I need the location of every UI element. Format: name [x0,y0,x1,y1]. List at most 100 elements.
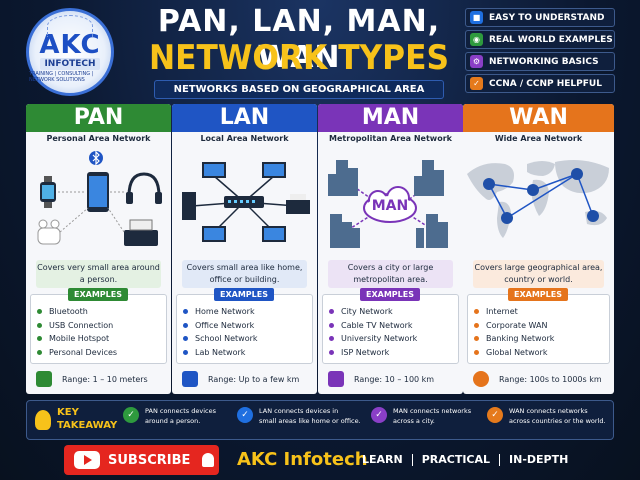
column-fullname: Wide Area Network [494,134,583,143]
check-icon: ✓ [123,407,139,423]
city-buildings-icon [414,160,444,196]
badge-easy: ■ EASY TO UNDERSTAND [465,8,615,27]
check-icon: ✓ [371,407,387,423]
cloud-icon [363,186,417,223]
logo-tagline: TRAINING | CONSULTING | NETWORK SOLUTION… [29,70,94,83]
range-text: Range: Up to a few km [208,374,300,384]
column-lan: LAN Local Area Network Covers small area… [172,104,317,394]
title-line-1: PAN, LAN, MAN, WAN [157,4,441,75]
lan-illustration [172,146,317,254]
list-item: City Network [329,305,458,319]
subscribe-label: SUBSCRIBE [108,452,191,468]
switch-icon [224,196,264,208]
slogan-practical: PRACTICAL [421,453,491,466]
printer-icon [124,219,158,246]
range-row: Range: 10 – 100 km [318,368,463,390]
footer-slogan: LEARN PRACTICAL IN-DEPTH [362,451,568,469]
man-illustration: MAN [318,146,463,254]
examples-label: EXAMPLES [214,288,274,301]
list-item: School Network [183,332,312,346]
range-text: Range: 10 – 100 km [354,374,435,384]
column-title: LAN [172,104,317,132]
range-text: Range: 100s to 1000s km [499,374,602,384]
city-buildings-icon [330,214,360,248]
gear-icon: ⚙ [470,55,483,68]
list-item: Personal Devices [37,346,166,360]
check-icon: ✓ [487,407,503,423]
column-man: MAN Metropolitan Area Network MAN Covers… [318,104,463,394]
list-item: Lab Network [183,346,312,360]
akc-logo: AKC INFOTECH TRAINING | CONSULTING | NET… [26,8,114,96]
list-item: University Network [329,332,458,346]
list-item: Mobile Hotspot [37,332,166,346]
man-cloud-label: MAN [371,198,409,214]
examples-label: EXAMPLES [508,288,568,301]
subtitle-banner: NETWORKS BASED ON GEOGRAPHICAL AREA [154,80,444,99]
list-item: Corporate WAN [474,319,609,333]
list-item: Global Network [474,346,609,360]
list-item: USB Connection [37,319,166,333]
globe-icon [47,15,93,37]
range-row: Range: Up to a few km [172,368,317,390]
globe-icon [473,371,489,387]
smartphone-icon [87,172,109,212]
column-fullname: Metropolitan Area Network [329,134,452,143]
badge-label: REAL WORLD EXAMPLES [489,34,613,45]
range-row: Range: 100s to 1000s km [463,368,614,390]
monitor-icon [262,226,286,242]
range-row: Range: 1 – 10 meters [26,368,171,390]
takeaway-label: TAKEAWAY [57,420,118,431]
list-item: Home Network [183,305,312,319]
examples-label: EXAMPLES [360,288,420,301]
badge-label: NETWORKING BASICS [489,56,599,67]
column-description: Covers a city or large metropolitan area… [328,260,453,288]
city-buildings-icon [328,160,358,196]
bluetooth-icon [89,150,103,166]
column-title: MAN [318,104,463,132]
logo-name: INFOTECH [40,57,100,70]
list-item: Bluetooth [37,305,166,319]
badge-label: CCNA / CCNP HELPFUL [489,78,602,89]
headphones-icon [126,172,162,204]
person-icon [36,371,52,387]
check-icon: ✓ [237,407,253,423]
examples-label: EXAMPLES [68,288,128,301]
router-icon [483,168,599,224]
monitor-icon [202,226,226,242]
examples-box: EXAMPLES Home Network Office Network Sch… [176,288,313,364]
examples-box: EXAMPLES Internet Corporate WAN Banking … [467,288,610,364]
youtube-icon [74,451,100,469]
list-item: Office Network [183,319,312,333]
list-item: Internet [474,305,609,319]
city-buildings-icon [416,214,448,248]
earbuds-icon [37,219,61,245]
examples-box: EXAMPLES City Network Cable TV Network U… [322,288,459,364]
monitor-icon [262,162,286,178]
slogan-in-depth: IN-DEPTH [509,453,569,466]
column-description: Covers large geographical area, country … [473,260,604,288]
title-line-2: NETWORK TYPES [148,38,450,78]
smartwatch-icon [40,176,56,208]
book-icon: ■ [470,11,483,24]
range-text: Range: 1 – 10 meters [62,374,148,384]
list-item: Cable TV Network [329,319,458,333]
slogan-learn: LEARN [362,453,403,466]
column-pan: PAN Personal Area Network Covers very sm… [26,104,171,394]
check-icon: ✓ [470,77,483,90]
badge-ccna: ✓ CCNA / CCNP HELPFUL [465,74,615,93]
printer-icon [286,194,310,214]
badge-basics: ⚙ NETWORKING BASICS [465,52,615,71]
column-fullname: Personal Area Network [46,134,151,143]
badge-examples: ◉ REAL WORLD EXAMPLES [465,30,615,49]
subscribe-button[interactable]: SUBSCRIBE [64,445,219,475]
column-title: WAN [463,104,614,132]
column-fullname: Local Area Network [200,134,289,143]
column-description: Covers small area like home, office or b… [182,260,307,288]
